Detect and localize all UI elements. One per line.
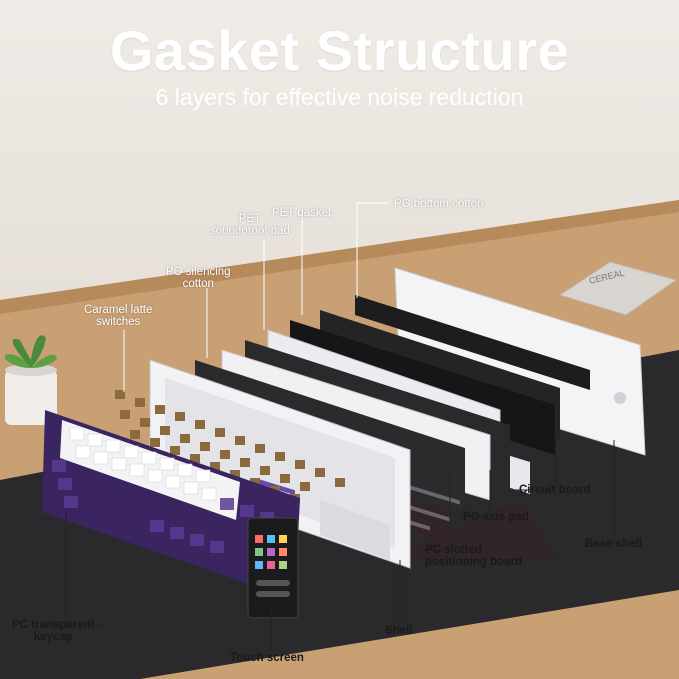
label-line: switches: [96, 316, 141, 328]
label-pc-slotted-board: PC slotted positioning board: [425, 544, 522, 568]
label-caramel-switches: Caramel latte switches: [84, 304, 152, 328]
label-shell: Shell: [385, 625, 413, 637]
label-touch-screen: Touch screen: [230, 652, 304, 664]
label-line: PET: [238, 213, 262, 225]
label-line: soundoroof pad: [210, 225, 290, 237]
book-icon: CEREAL: [558, 261, 678, 316]
label-pet-gasket: PET gasket: [272, 207, 332, 219]
label-base-shell: Base shell: [585, 538, 642, 550]
touch-screen: [247, 517, 299, 619]
page-title: Gasket Structure: [109, 19, 570, 82]
label-line: Caramel latte: [84, 304, 153, 316]
switches-layer: [115, 390, 345, 503]
label-po-silencing-cotton: PO silencing cotton: [166, 266, 231, 290]
label-po-axis-pad: PO axis pad: [463, 511, 529, 523]
label-circuit-board: Circuit board: [519, 484, 591, 496]
keycaps-layer: [42, 410, 300, 600]
label-line: positioning board: [425, 556, 523, 568]
leader-lines-dark: [65, 430, 615, 652]
label-pc-transparent-keycap: PC transparent keycap: [12, 619, 94, 643]
page-subtitle: 6 layers for effective noise reduction: [155, 84, 524, 110]
label-line: PO silencing: [166, 266, 231, 278]
desk-edge: [0, 200, 679, 314]
plant-icon: [4, 335, 57, 425]
leader-lines: [123, 202, 388, 392]
label-pet-soundproof-pad: PET soundoroof pad: [210, 213, 290, 237]
label-line: cotton: [182, 278, 214, 290]
label-po-bottom-cotton: PO bottom cotton: [394, 198, 484, 210]
label-line: PC slotted: [425, 544, 482, 556]
shell-layer: [149, 359, 411, 569]
label-line: PC transparent: [12, 619, 95, 631]
label-line: keycap: [33, 631, 73, 643]
